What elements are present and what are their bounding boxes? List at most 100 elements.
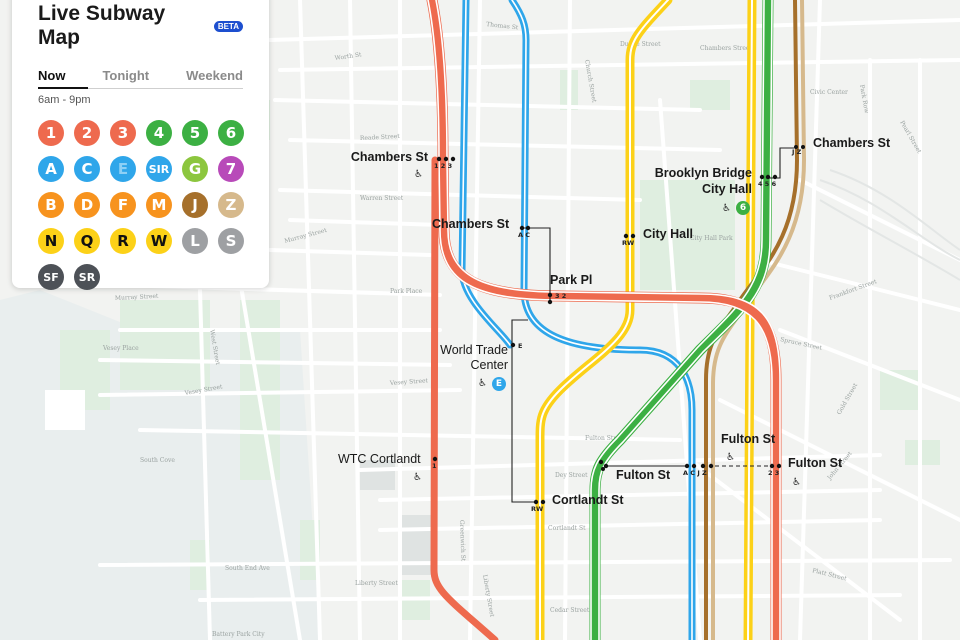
svg-text:Murray Street: Murray Street: [115, 293, 159, 302]
route-bullet-q[interactable]: Q: [74, 228, 100, 254]
station-dots-cortlandt: [533, 499, 546, 505]
station-label-cortlandt[interactable]: Cortlandt St: [552, 493, 624, 507]
highway: [819, 169, 960, 281]
route-123-inner: [427, 0, 781, 640]
station-dots-fulton-23: [769, 463, 782, 469]
station-dot-wtc: [510, 342, 516, 348]
route-bullet-3[interactable]: 3: [110, 120, 136, 146]
station-label-city-hall[interactable]: City Hall: [643, 227, 694, 241]
route-bullet-l[interactable]: L: [182, 228, 208, 254]
tab-now[interactable]: Now: [38, 68, 66, 83]
route-bullet-f[interactable]: F: [110, 192, 136, 218]
route-bullet-d[interactable]: D: [74, 192, 100, 218]
station-label-fulton-23[interactable]: Fulton St: [788, 456, 843, 470]
station-label-fulton-456[interactable]: Fulton St: [616, 468, 671, 482]
route-456-inner: [590, 0, 773, 640]
panel-header: Live Subway Map BETA: [38, 2, 243, 50]
tab-tonight[interactable]: Tonight: [102, 68, 150, 83]
svg-text:Cedar Street: Cedar Street: [550, 607, 590, 614]
route-bullet-b[interactable]: B: [38, 192, 64, 218]
route-bullet-e[interactable]: E: [110, 156, 136, 182]
svg-text:A C J Z: A C J Z: [683, 469, 707, 477]
route-bullet-6[interactable]: 6: [218, 120, 244, 146]
building: [360, 460, 395, 490]
station-dot-wtc-cortlandt: [432, 456, 438, 462]
route-bullet-7[interactable]: 7: [218, 156, 244, 182]
station-dots-bbch: [759, 174, 778, 180]
svg-text:Chambers Street: Chambers Street: [700, 45, 752, 52]
station-dots-city-hall: [623, 233, 636, 239]
route-bullet-r[interactable]: R: [110, 228, 136, 254]
svg-text:RW: RW: [622, 239, 634, 247]
route-bullet-n[interactable]: N: [38, 228, 64, 254]
accessible-icon: ♿: [414, 169, 423, 180]
route-bullet-2[interactable]: 2: [74, 120, 100, 146]
svg-text:Battery Park City: Battery Park City: [212, 631, 265, 638]
station-label-wtc-line1[interactable]: World Trade: [440, 343, 508, 357]
station-label-wtc-line2[interactable]: Center: [470, 358, 508, 372]
route-bullet-sr[interactable]: SR: [74, 264, 100, 290]
svg-text:RW: RW: [531, 505, 543, 513]
route-bullet-1[interactable]: 1: [38, 120, 64, 146]
route-bullet-4[interactable]: 4: [146, 120, 172, 146]
route-bullet-sf[interactable]: SF: [38, 264, 64, 290]
station-label-wtc-cortlandt[interactable]: WTC Cortlandt: [338, 452, 421, 466]
route-bullet-z[interactable]: Z: [218, 192, 244, 218]
svg-text:Warren Street: Warren Street: [360, 195, 404, 202]
svg-text:Reade Street: Reade Street: [360, 133, 401, 142]
tab-weekend[interactable]: Weekend: [186, 68, 243, 83]
time-range: 6am - 9pm: [38, 94, 91, 106]
station-dots-chambers-123: [436, 156, 456, 162]
svg-text:Vesey Place: Vesey Place: [102, 345, 139, 352]
route-bullet-a[interactable]: A: [38, 156, 64, 182]
subway-lines: [426, 0, 806, 640]
route-bullet-j[interactable]: J: [182, 192, 208, 218]
svg-text:Worth St: Worth St: [334, 51, 362, 62]
active-tab-indicator: [38, 87, 88, 89]
svg-text:Vesey Street: Vesey Street: [389, 377, 429, 387]
station-label-chambers-jz[interactable]: Chambers St: [813, 136, 891, 150]
accessible-icon: ♿: [722, 203, 731, 214]
svg-text:Liberty Street: Liberty Street: [355, 580, 398, 587]
station-label-chambers-ac[interactable]: Chambers St: [432, 217, 510, 231]
station-label-park-pl[interactable]: Park Pl: [550, 273, 593, 287]
svg-text:Fulton Street: Fulton Street: [585, 435, 626, 442]
route-bullet-c[interactable]: C: [74, 156, 100, 182]
accessible-icon: ♿: [726, 452, 735, 463]
station-dots-chambers-jz: [794, 145, 805, 149]
accessible-icon: ♿: [413, 472, 422, 483]
time-tabs: Now Tonight Weekend: [38, 68, 243, 83]
route-bullet-g[interactable]: G: [182, 156, 208, 182]
station-label-chambers-123[interactable]: Chambers St: [350, 150, 428, 164]
route-e-bullet[interactable]: E: [492, 377, 506, 391]
route-6-bullet[interactable]: 6: [736, 201, 750, 215]
route-bullet-m[interactable]: M: [146, 192, 172, 218]
svg-text:4 5 6: 4 5 6: [758, 180, 777, 188]
svg-text:City Hall Park: City Hall Park: [690, 235, 733, 242]
station-dots-fulton-acjz: [684, 463, 714, 469]
route-bullet-5[interactable]: 5: [182, 120, 208, 146]
route-bullet-w[interactable]: W: [146, 228, 172, 254]
street-grid: [98, 0, 960, 640]
building: [400, 515, 435, 575]
route-rw-inner: [539, 0, 753, 640]
station-dots-chambers-ac: [519, 225, 531, 231]
svg-text:3 2: 3 2: [555, 292, 566, 300]
station-markers: 1 2 3 A C 3 2 E 1 RW RW 4 5 6 J Z A C J …: [432, 145, 805, 513]
route-bullet-sir[interactable]: SIR: [146, 156, 172, 182]
svg-text:Thomas St: Thomas St: [486, 21, 519, 31]
svg-text:J Z: J Z: [791, 148, 802, 156]
route-456-line: [589, 0, 774, 640]
beta-badge: BETA: [213, 20, 243, 32]
route-bullet-s[interactable]: S: [218, 228, 244, 254]
app-title: Live Subway Map: [38, 2, 166, 49]
station-label-bbch-line2[interactable]: City Hall: [701, 182, 752, 196]
svg-text:Dey Street: Dey Street: [555, 472, 588, 479]
svg-text:Duane Street: Duane Street: [620, 41, 661, 48]
tab-underline: [38, 87, 243, 89]
station-label-fulton-acjz[interactable]: Fulton St: [721, 432, 776, 446]
accessible-icon: ♿: [478, 378, 487, 389]
station-label-bbch-line1[interactable]: Brooklyn Bridge: [654, 166, 752, 180]
